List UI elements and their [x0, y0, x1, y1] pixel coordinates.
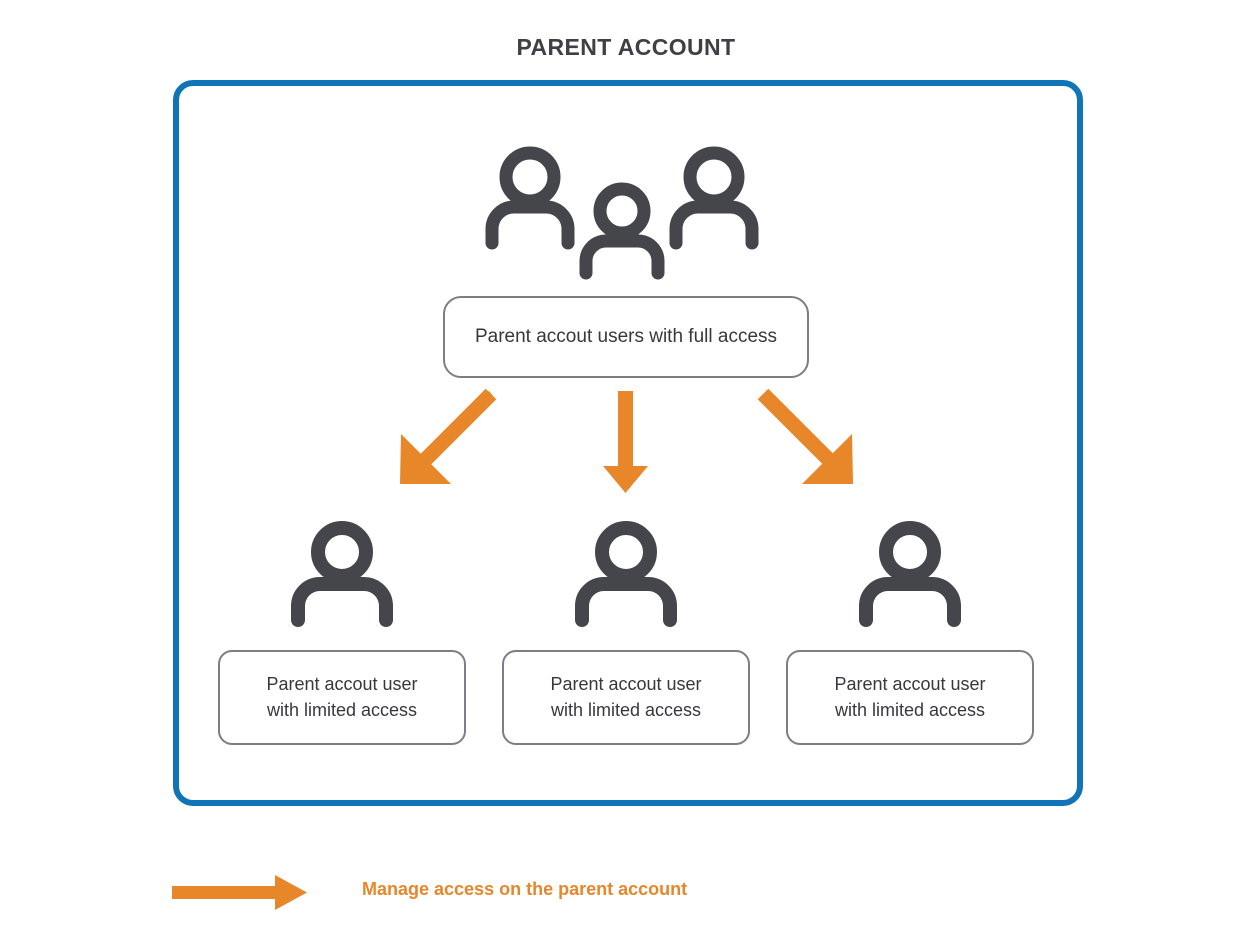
- limited-access-line2-3: with limited access: [834, 699, 986, 720]
- single-person-icon-1: [282, 520, 402, 630]
- limited-access-box-2: Parent accout user with limited access: [502, 650, 750, 745]
- limited-access-box-1: Parent accout user with limited access: [218, 650, 466, 745]
- single-person-icon-2: [566, 520, 686, 630]
- limited-access-line2-2: with limited access: [550, 699, 702, 720]
- limited-access-box-3: Parent accout user with limited access: [786, 650, 1034, 745]
- limited-access-line2-1: with limited access: [266, 699, 418, 720]
- parent-full-access-label: Parent accout users with full access: [474, 325, 778, 347]
- right-arrow-icon: [172, 875, 307, 910]
- legend-label: Manage access on the parent account: [362, 879, 688, 899]
- single-person-icon-3: [850, 520, 970, 630]
- limited-access-line1-2: Parent accout user: [550, 673, 702, 694]
- limited-access-label-2: Parent accout user with limited access: [550, 672, 701, 723]
- limited-access-line1-3: Parent accout user: [834, 673, 986, 694]
- limited-access-label-1: Parent accout user with limited access: [266, 672, 417, 723]
- group-of-three-people-icon: [482, 145, 772, 280]
- parent-full-access-box: Parent accout users with full access: [443, 296, 809, 378]
- limited-access-label-3: Parent accout user with limited access: [834, 672, 985, 723]
- page-title: PARENT ACCOUNT: [516, 34, 736, 60]
- limited-access-line1-1: Parent accout user: [266, 673, 418, 694]
- legend: Manage access on the parent account: [172, 866, 872, 920]
